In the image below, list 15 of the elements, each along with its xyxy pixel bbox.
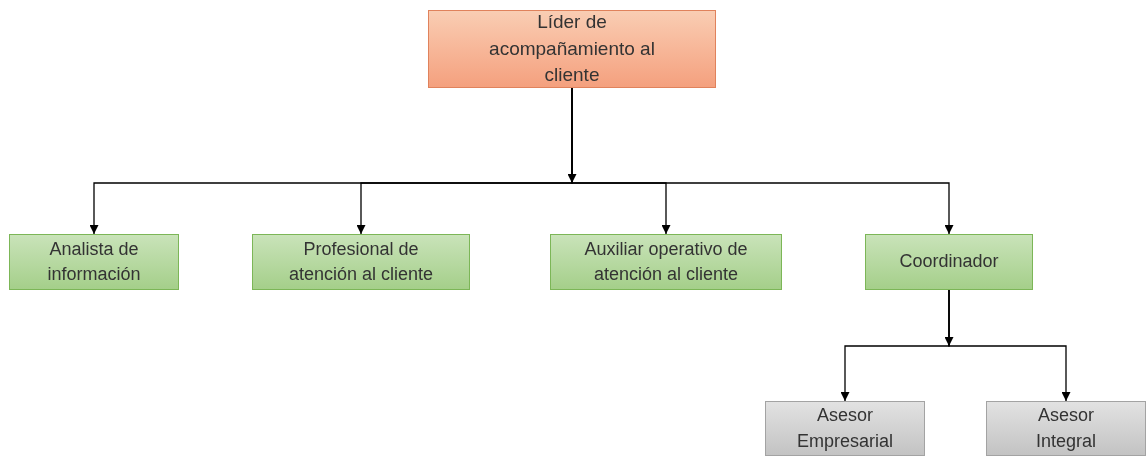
leader-box (428, 10, 716, 88)
box-label: Analista de información (46, 237, 142, 286)
advisor-box (986, 401, 1146, 456)
role-box (252, 234, 470, 290)
connector (948, 289, 1071, 402)
advisor-box (765, 401, 925, 456)
box-label: Líder de acompañamiento al cliente (488, 10, 656, 88)
role-box (550, 234, 782, 290)
box-label: Profesional de atención al cliente (287, 237, 435, 286)
box-label: Coordinador (899, 250, 999, 274)
box-label: Auxiliar operativo de atención al cliente (583, 237, 749, 286)
box-label: Asesor Empresarial (796, 404, 894, 453)
role-box (9, 234, 179, 290)
box-label: Asesor Integral (1034, 404, 1097, 453)
role-box (865, 234, 1033, 290)
